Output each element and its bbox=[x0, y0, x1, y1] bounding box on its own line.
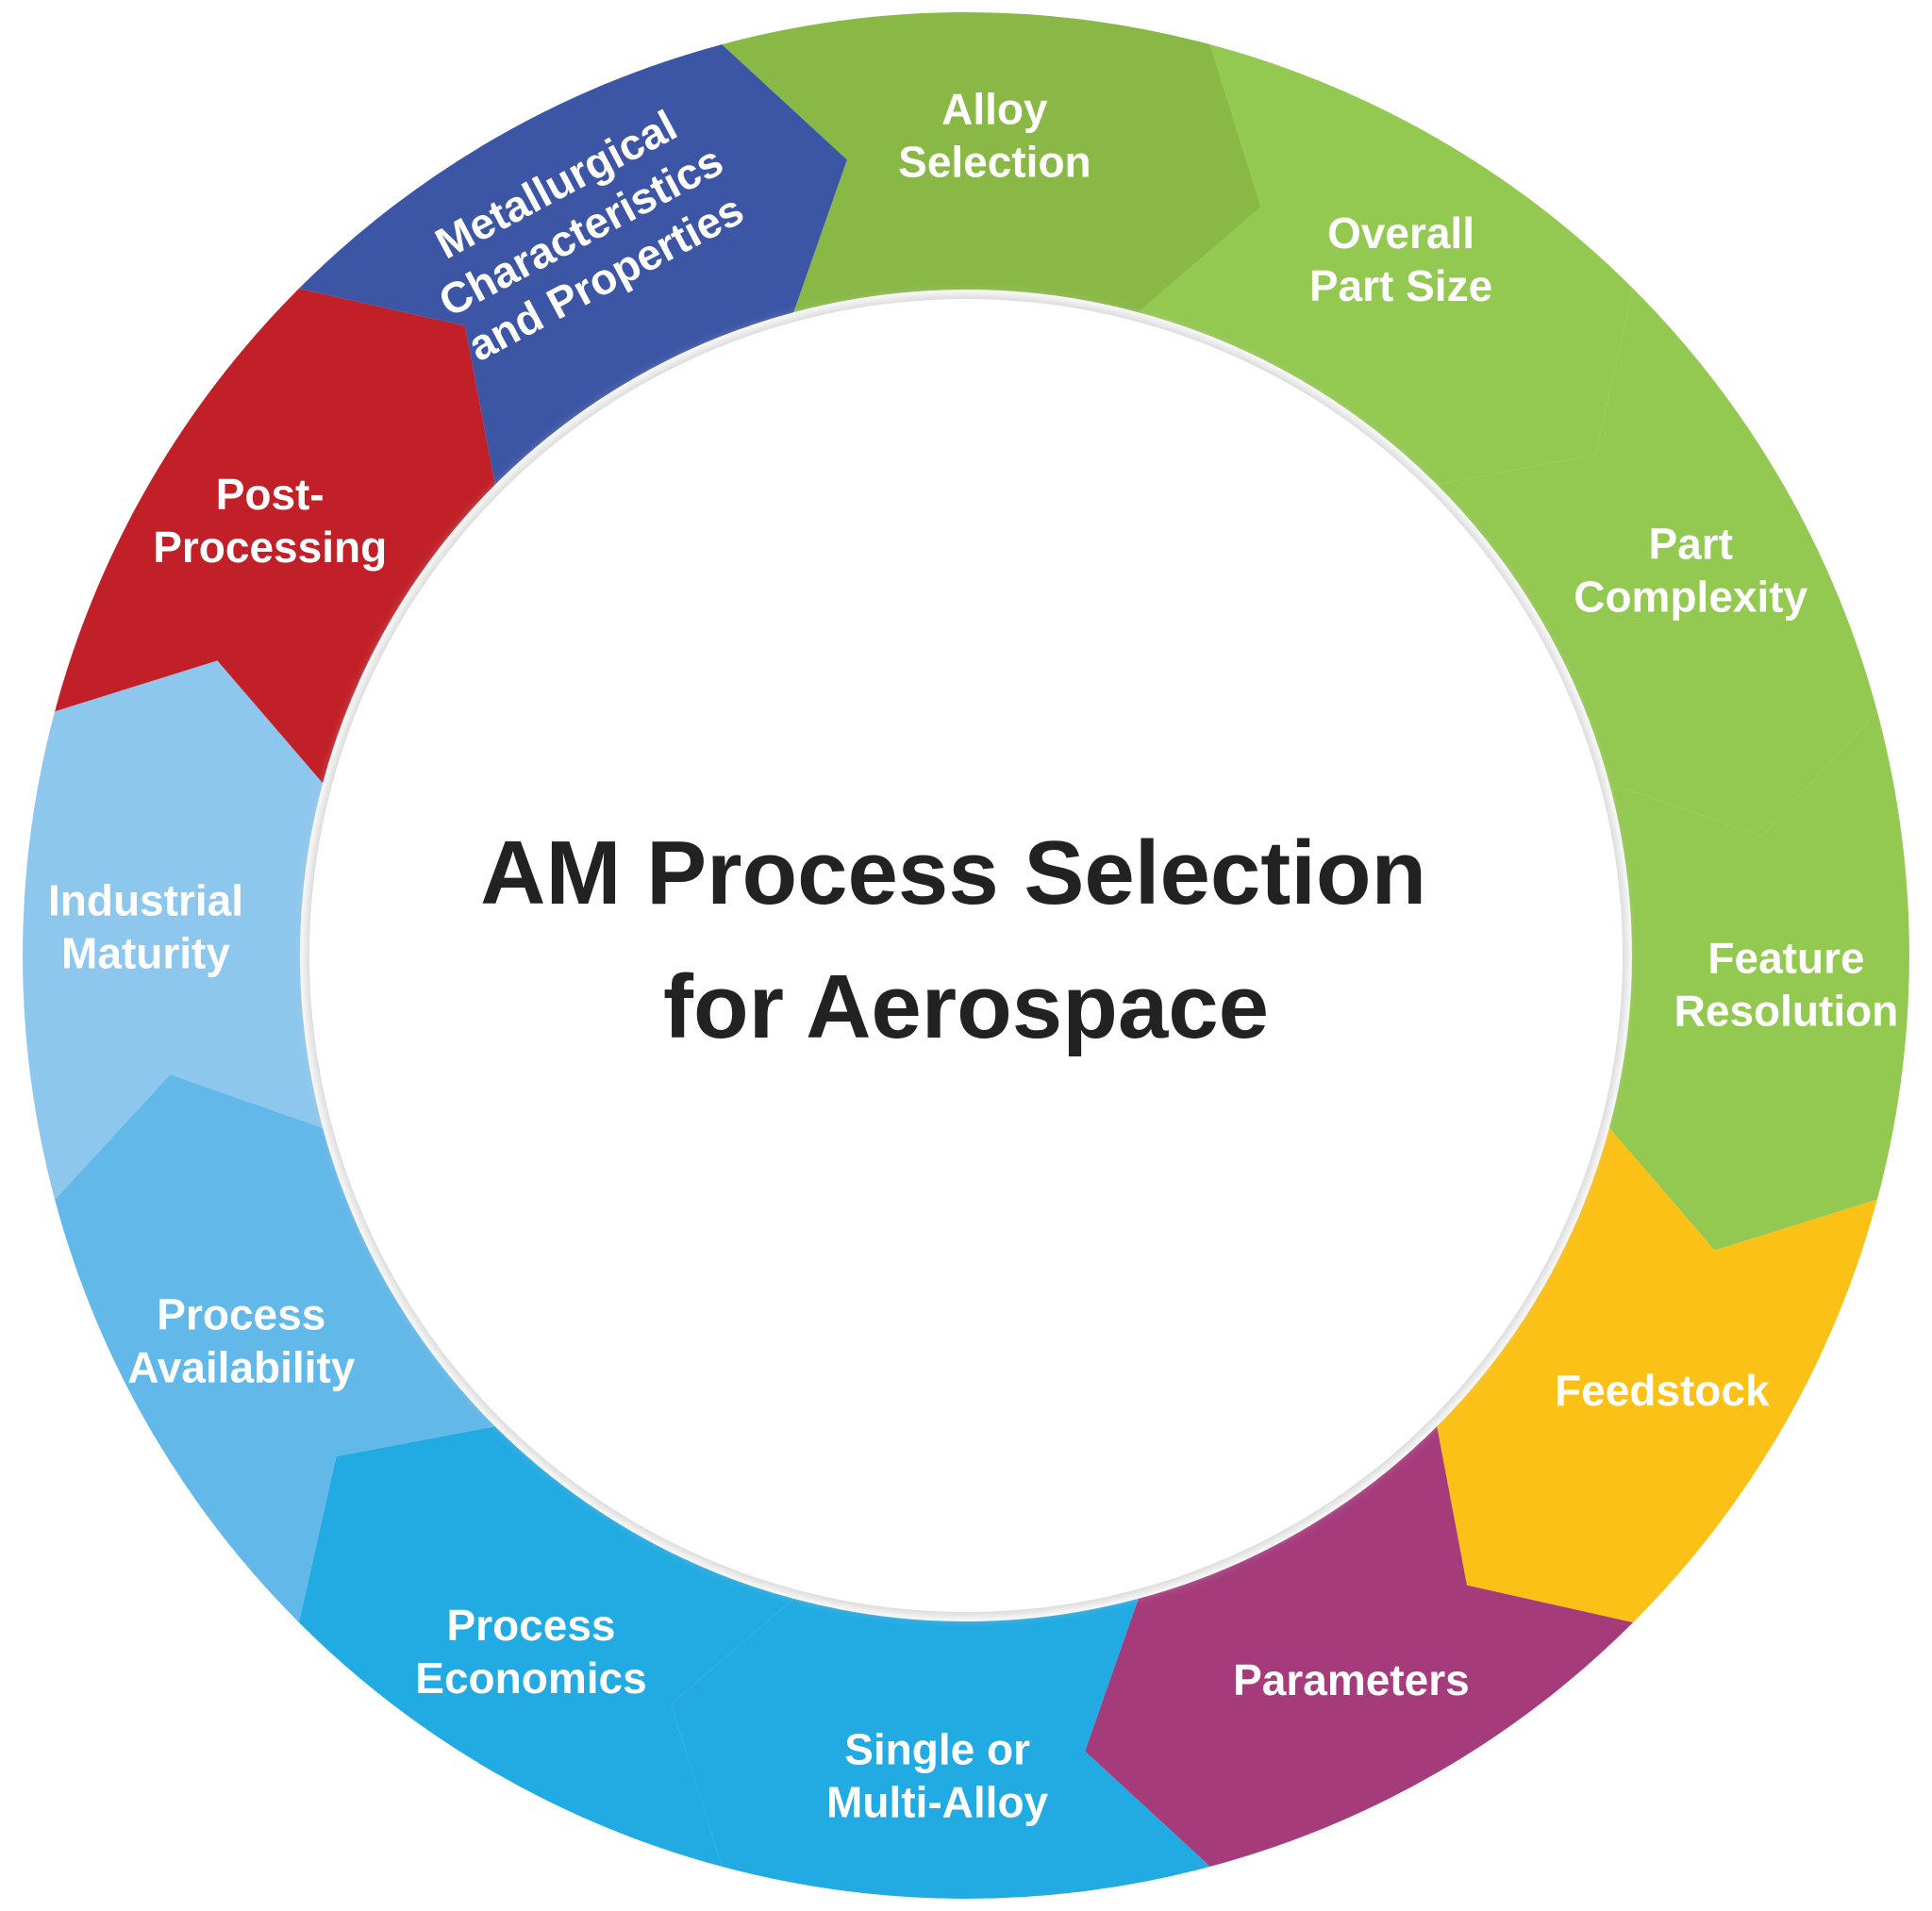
center-title: AM Process Selection for Aerospace bbox=[480, 823, 1452, 1057]
cycle-segment-arrow bbox=[1085, 1426, 1634, 1867]
cycle-segment-label: Feedstock bbox=[1555, 1366, 1770, 1415]
cycle-segment-label-line: Selection bbox=[898, 138, 1091, 187]
cycle-segment: Feedstock bbox=[1437, 1127, 1877, 1623]
cycle-segment-arrow bbox=[55, 288, 495, 784]
cycle-segment-arrow bbox=[1437, 288, 1877, 837]
cycle-segment-label: Post-Processing bbox=[153, 470, 387, 572]
cycle-segment-label-line: Single or bbox=[844, 1725, 1030, 1774]
cycle-segment-arrow bbox=[722, 12, 1261, 313]
cycle-segment-label-line: Part Size bbox=[1309, 261, 1492, 310]
cycle-segment: Parameters bbox=[1085, 1426, 1634, 1867]
cycle-segment-arrow bbox=[298, 44, 847, 485]
cycle-segment-label-line: Overall bbox=[1327, 208, 1474, 258]
center-title-line-2: for Aerospace bbox=[663, 956, 1269, 1057]
cycle-segment-label-line: Maturity bbox=[61, 929, 230, 978]
cycle-segment-label-line: Economics bbox=[415, 1653, 646, 1703]
cycle-segment-label-line: Resolution bbox=[1674, 986, 1899, 1035]
cycle-segment-label-line: Feedstock bbox=[1555, 1366, 1770, 1415]
cycle-segment-label-line: Complexity bbox=[1574, 573, 1807, 622]
cycle-segment-label: Parameters bbox=[1233, 1655, 1470, 1704]
cycle-segment-label-line: Industrial bbox=[48, 876, 243, 925]
cycle-segment-label-line: Alloy bbox=[941, 85, 1048, 134]
center-title-line-1: AM Process Selection bbox=[480, 823, 1426, 923]
cycle-segment-label-line: Post- bbox=[216, 470, 325, 519]
cycle-segment-arrow bbox=[1138, 44, 1634, 485]
cycle-segment-label-line: Parameters bbox=[1233, 1655, 1470, 1704]
cycle-segment-label-line: Processing bbox=[153, 523, 387, 572]
cycle-segment-label-line: Multi-Alloy bbox=[826, 1778, 1048, 1827]
center-circle bbox=[309, 299, 1623, 1612]
cycle-segment-label-line: Feature bbox=[1707, 933, 1864, 982]
cycle-segment-label-line: Availability bbox=[127, 1342, 356, 1391]
cycle-segment-label-line: Process bbox=[157, 1289, 325, 1338]
cycle-segment-label-line: Part bbox=[1648, 520, 1732, 569]
cycle-segment-arrow bbox=[298, 1426, 794, 1867]
cycle-segment: MetallurgicalCharacteristicsand Properti… bbox=[298, 44, 847, 485]
cycle-segment-arrow bbox=[671, 1598, 1210, 1899]
cycle-segment-label-line: Process bbox=[446, 1601, 615, 1650]
cycle-segment-arrow bbox=[1437, 1127, 1877, 1623]
cycle-segment-arrow bbox=[55, 1074, 495, 1623]
cycle-segment-arrow bbox=[1608, 711, 1909, 1251]
cycle-segment: Post-Processing bbox=[55, 288, 495, 784]
cycle-segment-arrow bbox=[23, 660, 324, 1200]
